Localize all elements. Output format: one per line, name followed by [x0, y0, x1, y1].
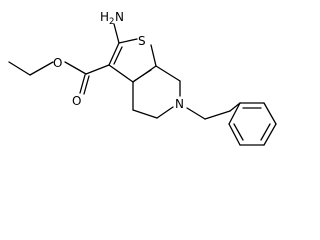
amino-n-label: N — [115, 10, 124, 24]
bond-ethyl-ch2-o — [29, 61, 54, 76]
molecule-drawing: H 2 N S O O N — [8, 10, 277, 146]
ester-oxygen-label: O — [53, 56, 62, 70]
sulfur-label: S — [138, 34, 146, 48]
carbonyl-oxygen-label: O — [72, 94, 81, 108]
bond-c3-c2 — [108, 42, 120, 66]
bond-ph-inner-c — [233, 123, 244, 141]
bond-ph-inner-b — [260, 123, 271, 141]
bond-carbonyl-double-b — [83, 75, 90, 95]
bond-ph-1-2 — [229, 102, 241, 112]
amino-h-label: H — [100, 10, 109, 24]
bond-n6-c5 — [156, 106, 174, 119]
amino-subscript: 2 — [109, 17, 114, 27]
bond-ethyl-ch3 — [8, 61, 31, 76]
bond-ch2-ch2 — [204, 110, 231, 120]
bond-c3a-c3 — [108, 64, 134, 83]
bond-n6-ch2 — [186, 107, 206, 120]
bond-ph-3-4 — [263, 102, 277, 125]
bond-c7a-c7 — [155, 65, 181, 82]
bond-c2-amino — [113, 23, 120, 44]
bond-ph-4-5 — [263, 123, 277, 146]
ring-nitrogen-label: N — [175, 97, 184, 111]
bond-c2-s — [118, 38, 138, 44]
bond-c3-c2-double — [113, 46, 123, 65]
bond-c5-c4 — [132, 109, 158, 119]
bond-ph-6-1 — [228, 123, 241, 146]
bond-ph-1-ipso — [228, 102, 241, 125]
bond-carbonyl-to-c3 — [85, 64, 110, 75]
bond-s-c7a — [150, 44, 157, 67]
bond-o-carbonyl — [64, 61, 87, 75]
structure-diagram: H 2 N S O O N — [8, 10, 277, 146]
bond-c7a-c3a-double — [133, 69, 152, 82]
bond-carbonyl-double-a — [79, 74, 86, 94]
